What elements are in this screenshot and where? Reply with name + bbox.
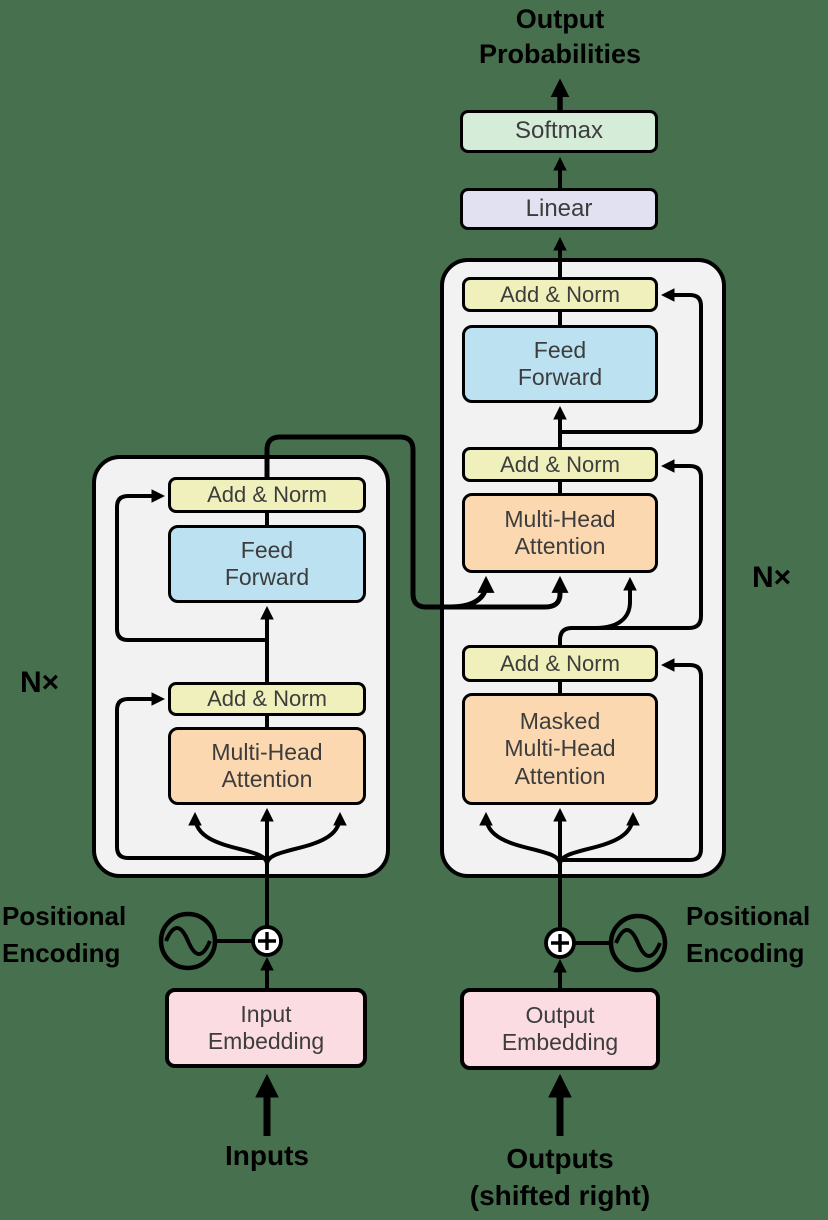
decoder-add-norm-mid-box: Add & Norm [462, 447, 658, 482]
add-icon-left [251, 925, 283, 957]
encoder-feed-forward-box: Feed Forward [168, 525, 366, 603]
n-times-label-encoder: N× [20, 666, 60, 699]
inputs-label: Inputs [225, 1140, 309, 1171]
softmax-box: Softmax [460, 110, 658, 153]
positional-encoding-label-left: Positional Encoding [2, 901, 127, 968]
outputs-label: Outputs (shifted right) [469, 1143, 651, 1211]
decoder-masked-multi-head-attention-box: Masked Multi-Head Attention [462, 693, 658, 805]
positional-encoding-icon-left [158, 911, 218, 971]
encoder-multi-head-attention-box: Multi-Head Attention [168, 727, 366, 805]
positional-encoding-icon-right [608, 913, 668, 973]
output-embedding-box: Output Embedding [460, 988, 660, 1070]
encoder-add-norm-top-box: Add & Norm [168, 477, 366, 513]
decoder-multi-head-attention-box: Multi-Head Attention [462, 493, 658, 573]
encoder-add-norm-bottom-box: Add & Norm [168, 682, 366, 716]
decoder-feed-forward-box: Feed Forward [462, 325, 658, 403]
positional-encoding-label-right: Positional Encoding [686, 901, 811, 968]
input-embedding-box: Input Embedding [165, 988, 367, 1068]
encoder-stack-container [92, 455, 390, 878]
linear-box: Linear [460, 188, 658, 230]
decoder-add-norm-top-box: Add & Norm [462, 277, 658, 312]
n-times-label-decoder: N× [752, 561, 792, 594]
decoder-add-norm-bottom-box: Add & Norm [462, 645, 658, 682]
add-icon-right [544, 927, 576, 959]
output-probabilities-label: Output Probabilities [478, 4, 642, 69]
